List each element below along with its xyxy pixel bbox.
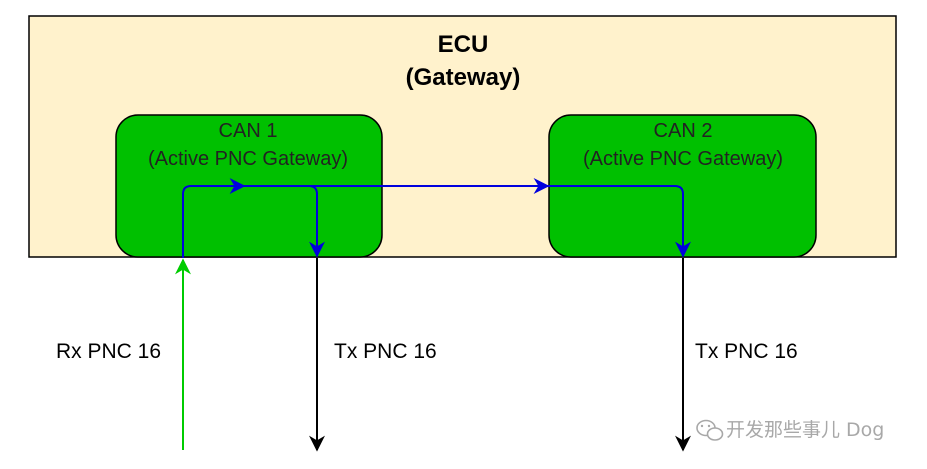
tx1-label: Tx PNC 16 bbox=[334, 340, 437, 363]
ecu-subtitle: (Gateway) bbox=[406, 64, 521, 91]
ecu-title: ECU bbox=[438, 31, 489, 58]
tx2-label: Tx PNC 16 bbox=[695, 340, 798, 363]
internal-route-arrow bbox=[182, 178, 246, 258]
wechat-icon bbox=[696, 419, 724, 441]
rx-label: Rx PNC 16 bbox=[56, 340, 161, 363]
can2-role: (Active PNC Gateway) bbox=[583, 148, 783, 170]
can1-name: CAN 1 bbox=[219, 120, 278, 142]
can2-name: CAN 2 bbox=[654, 120, 713, 142]
watermark: 开发那些事儿 Dog bbox=[696, 419, 884, 441]
watermark-text: 开发那些事儿 Dog bbox=[726, 419, 884, 441]
can1-role: (Active PNC Gateway) bbox=[148, 148, 348, 170]
can2-node: CAN 2 (Active PNC Gateway) bbox=[548, 114, 817, 258]
can2-tx-internal-arrow bbox=[548, 185, 691, 258]
